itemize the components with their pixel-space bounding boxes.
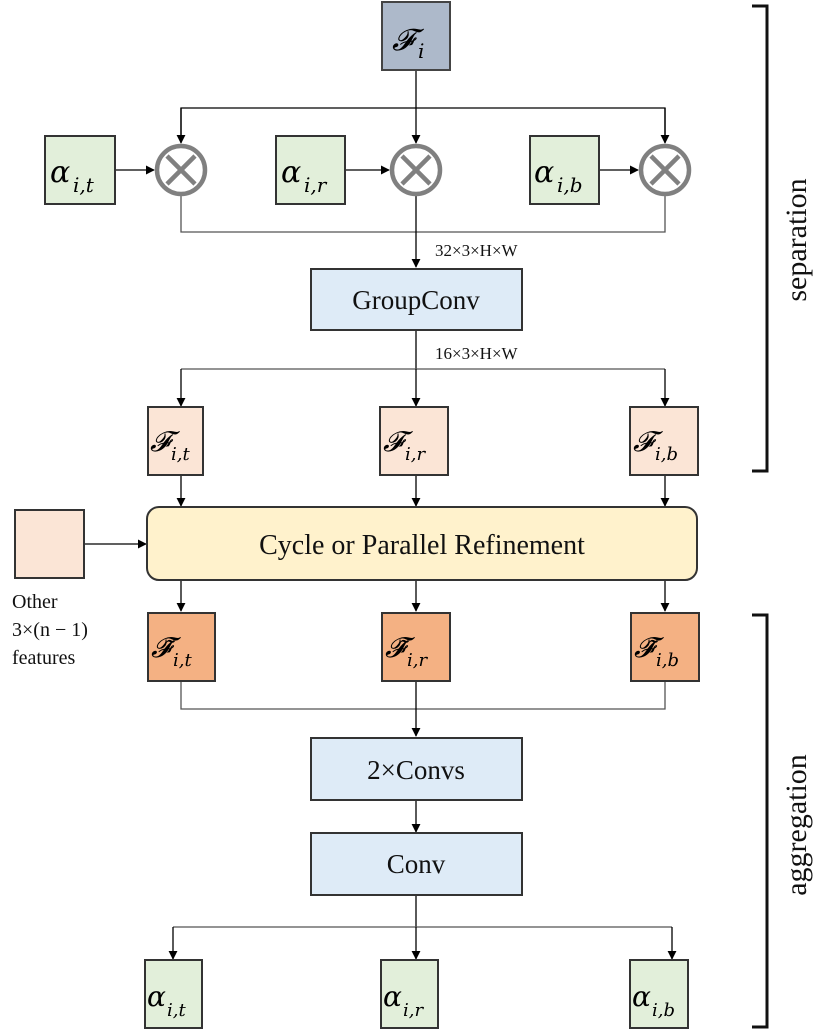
- alpha-out-r: α i,r: [380, 959, 439, 1029]
- bracket-aggregation-label: aggregation: [780, 754, 813, 896]
- alpha-symbol: α: [281, 155, 301, 190]
- feature-sub: i,b: [656, 650, 679, 671]
- alpha-sub: i,t: [167, 1000, 186, 1021]
- alpha-sub: i,r: [304, 173, 328, 197]
- feature-split-t: 𝓕 i,t: [147, 406, 204, 476]
- input-feature-sub: i: [418, 39, 424, 63]
- alpha-top-r: α i,r: [275, 135, 346, 205]
- feature-refined-r: 𝓕̃ i,r: [381, 612, 451, 682]
- alpha-symbol: α: [50, 155, 70, 190]
- bracket-separation-label: separation: [780, 178, 813, 301]
- feature-sub: i,r: [405, 444, 426, 465]
- circled-times-icon: [154, 143, 208, 197]
- alpha-symbol: α: [632, 980, 651, 1013]
- circled-times-icon: [638, 143, 692, 197]
- connectors: [84, 70, 677, 960]
- other-features-label-line2: 3×(n − 1): [12, 619, 88, 641]
- convs-label: 2×Convs: [367, 755, 465, 785]
- group-conv-label: GroupConv: [352, 285, 480, 315]
- feature-split-b: 𝓕 i,b: [629, 406, 699, 476]
- feature-sub: i,t: [173, 650, 192, 671]
- alpha-symbol: α: [383, 980, 402, 1013]
- alpha-symbol: α: [147, 980, 166, 1013]
- circled-times-icon: [389, 143, 443, 197]
- feature-split-r: 𝓕 i,r: [379, 406, 449, 476]
- alpha-top-b: α i,b: [529, 135, 600, 205]
- edge-ft-merge: [180, 680, 666, 710]
- feature-sub: i,r: [407, 650, 428, 671]
- shape-label-32: 32×3×H×W: [435, 241, 519, 260]
- edge-mult-merge: [180, 196, 666, 233]
- other-features-node: [14, 509, 85, 579]
- refinement-label: Cycle or Parallel Refinement: [259, 530, 585, 561]
- alpha-sub: i,b: [652, 1000, 675, 1021]
- alpha-top-t: α i,t: [44, 135, 116, 205]
- alpha-out-b: α i,b: [629, 959, 689, 1029]
- other-features-label-line1: Other: [12, 591, 58, 613]
- shape-label-16: 16×3×H×W: [435, 344, 519, 363]
- alpha-sub: i,r: [403, 1000, 424, 1021]
- feature-refined-b: 𝓕̃ i,b: [630, 612, 700, 682]
- conv-block: Conv: [310, 832, 523, 896]
- convs-block: 2×Convs: [310, 737, 523, 801]
- other-features-label-line3: features: [12, 647, 76, 669]
- bracket-aggregation: [752, 613, 769, 1029]
- alpha-symbol: α: [534, 155, 554, 190]
- refinement-block: Cycle or Parallel Refinement: [146, 506, 698, 581]
- input-feature-node: 𝓕 i: [381, 1, 451, 71]
- feature-sub: i,t: [171, 444, 190, 465]
- alpha-sub: i,t: [73, 173, 95, 197]
- conv-label: Conv: [387, 849, 446, 879]
- group-conv-block: GroupConv: [310, 268, 523, 331]
- feature-refined-t: 𝓕̃ i,t: [147, 612, 216, 682]
- alpha-sub: i,b: [557, 173, 583, 197]
- bracket-separation: [752, 4, 769, 473]
- alpha-out-t: α i,t: [144, 959, 203, 1029]
- feature-sub: i,b: [655, 444, 678, 465]
